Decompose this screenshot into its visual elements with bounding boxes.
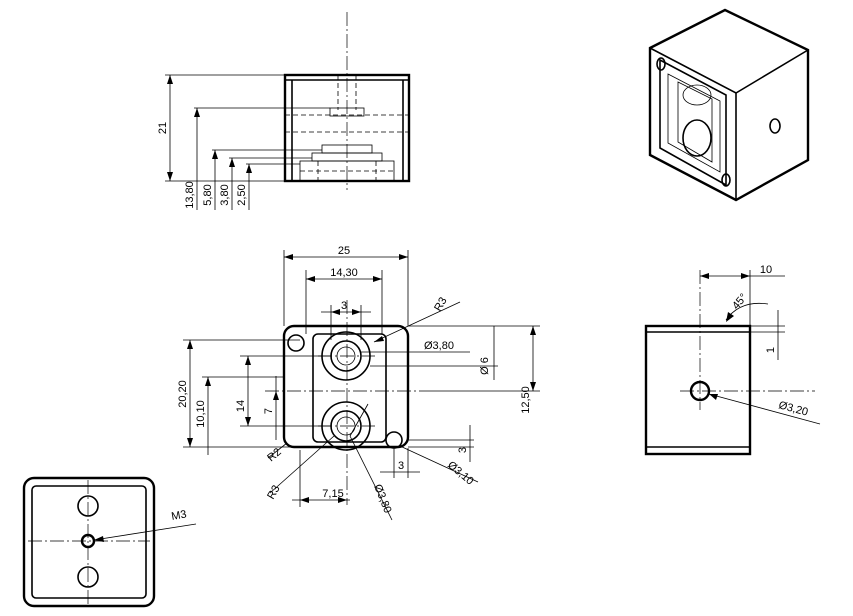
isometric-view	[648, 8, 810, 202]
counterbore	[329, 107, 365, 117]
dim-dia-3-80-bottom: Ø3,80	[371, 483, 393, 515]
dim-3-bottom: 3	[398, 460, 404, 472]
dim-2-50: 2,50	[236, 184, 248, 205]
dim-dia-3-10: Ø3,10	[445, 459, 476, 487]
iso-edge	[649, 47, 809, 94]
iso-bore-top	[682, 84, 712, 106]
front-view: 25 14,30 3 R3 Ø3,80 Ø 6 12,50 20,20 10,1…	[177, 245, 540, 521]
dim-3-80: 3,80	[219, 184, 231, 205]
dim-13-80: 13,80	[184, 181, 196, 209]
dim-45: 45°	[730, 291, 750, 311]
leader-r2	[267, 442, 288, 459]
dim-10: 10	[760, 264, 772, 276]
leader-r3-bottom	[269, 435, 335, 494]
iso-outline	[648, 8, 810, 202]
side-view-outline	[644, 324, 752, 456]
front-view-pocket	[312, 333, 387, 443]
iso-front-face	[659, 58, 727, 187]
leader-dia-3-20	[708, 393, 821, 425]
dim-25: 25	[338, 245, 350, 257]
leader-m3	[93, 523, 197, 541]
side-view: 10 45° 1 Ø3,20	[644, 264, 821, 456]
dim-14-30: 14,30	[330, 267, 358, 279]
dim-7-15: 7,15	[322, 488, 343, 500]
dim-21: 21	[157, 122, 169, 134]
bottom-hole	[77, 566, 99, 588]
leader-dia	[349, 403, 369, 437]
dim-5-80: 5,80	[202, 184, 214, 205]
iso-corner-hole	[721, 173, 731, 187]
iso-bore	[682, 119, 712, 157]
dim-r2: R2	[265, 446, 283, 464]
dim-r3-bottom: R3	[265, 483, 282, 501]
dim-1: 1	[765, 347, 777, 353]
dim-20-20: 20,20	[177, 380, 189, 408]
leader-dia-3-80-bottom	[349, 435, 393, 521]
dim-dia-6: Ø 6	[479, 357, 491, 375]
corner-hole	[287, 334, 305, 352]
dim-m3: M3	[170, 508, 187, 522]
iso-window	[667, 73, 721, 173]
bottom-view-inner	[31, 485, 147, 599]
bottom-view-outline	[22, 476, 156, 608]
dim-dia-3-80-top: Ø3,80	[424, 340, 454, 352]
leader-dia-3-10	[399, 445, 479, 483]
dim-dia-3-20: Ø3,20	[777, 399, 809, 418]
dim-12-50: 12,50	[520, 386, 532, 414]
leader-r3-top	[373, 301, 461, 343]
dim-3-top: 3	[341, 300, 347, 312]
dim-14: 14	[235, 400, 247, 412]
iso-corner-hole	[656, 57, 666, 71]
corner-hole	[385, 431, 403, 449]
top-view: 21 13,80 5,80 3,80 2,50	[157, 12, 411, 210]
dim-r3-top: R3	[432, 295, 449, 313]
dim-10-10: 10,10	[195, 400, 207, 428]
iso-side-hole	[769, 118, 781, 134]
bottom-hole	[77, 495, 99, 517]
bottom-view: M3	[22, 476, 197, 608]
m3-hole	[80, 533, 96, 549]
iso-window-inner	[677, 81, 713, 163]
dim-3-right: 3	[457, 447, 469, 453]
front-view-outline	[282, 324, 410, 449]
dim-7: 7	[263, 408, 275, 414]
